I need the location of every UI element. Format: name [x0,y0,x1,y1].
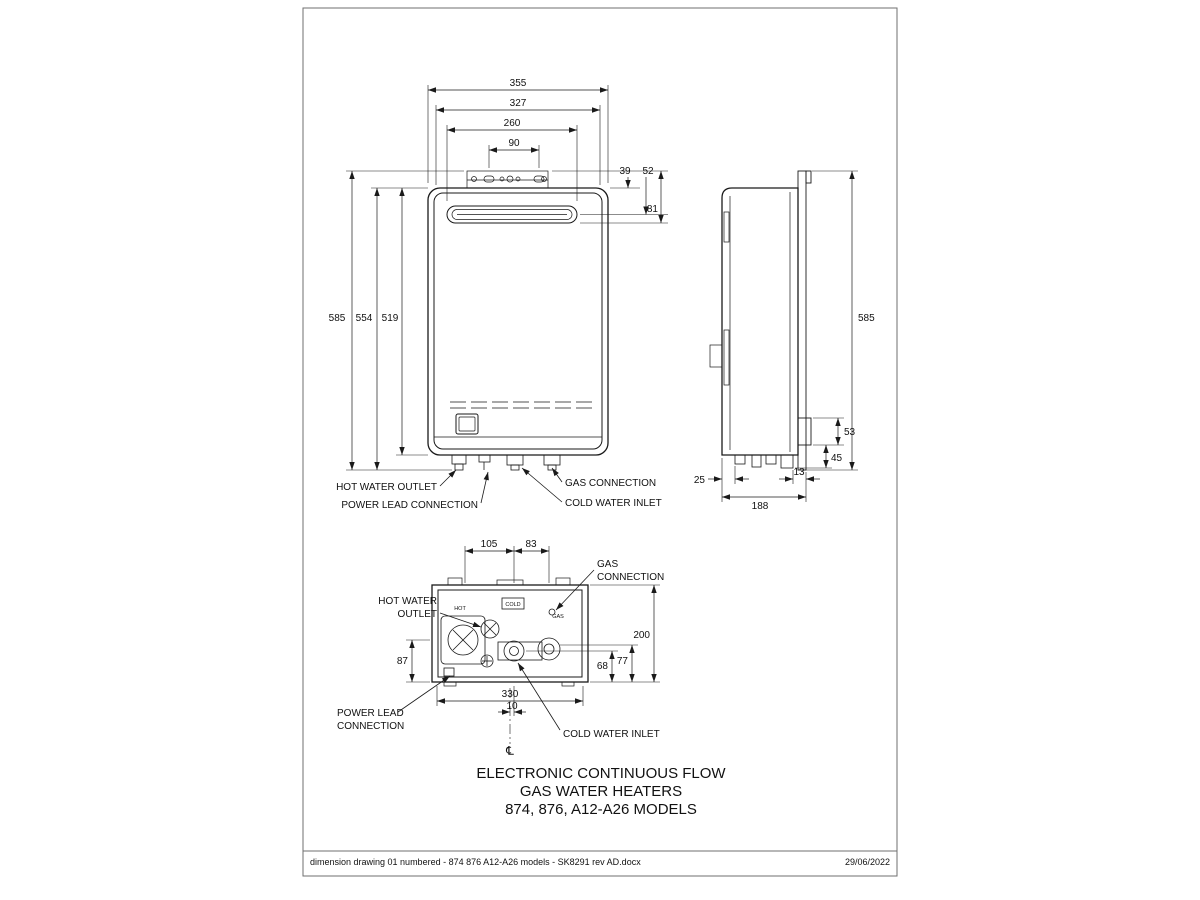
dim-330: 330 [502,689,519,700]
label-gas-connection-bottom-line1: GAS [597,559,618,570]
label-hot-water-outlet-bottom-line1: HOT WATER [378,596,437,607]
bottom-extension-lines [406,546,660,716]
control-window [455,413,479,435]
dim-39: 39 [619,166,631,177]
footer-filename: dimension drawing 01 numbered - 874 876 … [310,857,641,867]
dim-519: 519 [382,313,399,324]
bottom-dimension-lines [409,548,657,715]
exhaust-vent [446,205,578,224]
dim-87: 87 [397,656,409,667]
hot-water-outlet-fitting [480,619,500,639]
side-dimension-lines [708,171,855,500]
dim-585-front: 585 [329,313,346,324]
dim-68: 68 [597,661,609,672]
dim-355: 355 [510,78,527,89]
mark-cold: COLD [505,602,520,608]
bottom-components [440,597,561,677]
mark-hot: HOT [454,606,466,612]
label-power-lead-bottom-line1: POWER LEAD [337,708,404,719]
label-power-lead-connection-front: POWER LEAD CONNECTION [341,500,478,511]
dim-77: 77 [617,656,629,667]
centerline-symbol: ℄ [505,744,514,758]
bottom-body-outline [431,584,589,683]
gas-connection-fitting [537,637,561,661]
side-details [709,192,791,452]
title-block: ELECTRONIC CONTINUOUS FLOW GAS WATER HEA… [476,765,726,818]
dim-90: 90 [508,138,520,149]
dim-105: 105 [481,539,498,550]
front-dimension-lines [349,87,664,470]
dim-53: 53 [844,427,856,438]
label-cold-water-inlet-bottom: COLD WATER INLET [563,729,660,740]
title-line2: GAS WATER HEATERS [520,783,682,800]
dim-554: 554 [356,313,373,324]
footer: dimension drawing 01 numbered - 874 876 … [310,857,890,867]
label-hot-water-outlet-bottom-line2: OUTLET [398,609,437,620]
dim-83: 83 [525,539,537,550]
title-line1: ELECTRONIC CONTINUOUS FLOW [476,765,726,782]
mark-gas: GAS [552,614,564,620]
side-bottom-fittings [734,454,794,469]
dim-81: 81 [647,204,659,215]
dim-188: 188 [752,501,769,512]
side-view: 585 53 45 25 13 188 [694,170,875,512]
front-view: 355 327 260 90 39 52 81 585 554 519 HOT … [329,78,668,511]
cold-water-inlet-fitting [503,640,525,662]
dim-327: 327 [510,98,527,109]
front-extension-lines [346,85,668,471]
bottom-tabs [443,577,575,687]
side-body-outline [721,187,799,456]
dim-45: 45 [831,453,843,464]
label-hot-water-outlet-front: HOT WATER OUTLET [336,482,437,493]
label-gas-connection-front: GAS CONNECTION [565,478,656,489]
bottom-leader-lines [397,569,595,731]
dim-52: 52 [642,166,654,177]
footer-date: 29/06/2022 [845,857,890,867]
dim-13: 13 [793,467,805,478]
top-mounting-bracket [466,170,549,189]
dim-10: 10 [506,701,518,712]
heater-body-inner-outline [433,192,603,450]
front-bottom-fittings [451,454,561,471]
label-cold-water-inlet-front: COLD WATER INLET [565,498,662,509]
bottom-view: HOT COLD GAS ℄ [337,539,664,758]
power-lead-fitting [480,654,494,668]
label-power-lead-bottom-line2: CONNECTION [337,721,404,732]
front-lower-details [434,401,602,438]
front-leader-lines [439,467,563,504]
dim-585-side: 585 [858,313,875,324]
title-line3: 874, 876, A12-A26 MODELS [505,801,697,818]
bottom-body-inner-outline [437,589,583,678]
heater-body-outline [427,187,609,456]
dim-25: 25 [694,475,706,486]
dim-200: 200 [633,630,650,641]
dim-260: 260 [504,118,521,129]
label-gas-connection-bottom-line2: CONNECTION [597,572,664,583]
